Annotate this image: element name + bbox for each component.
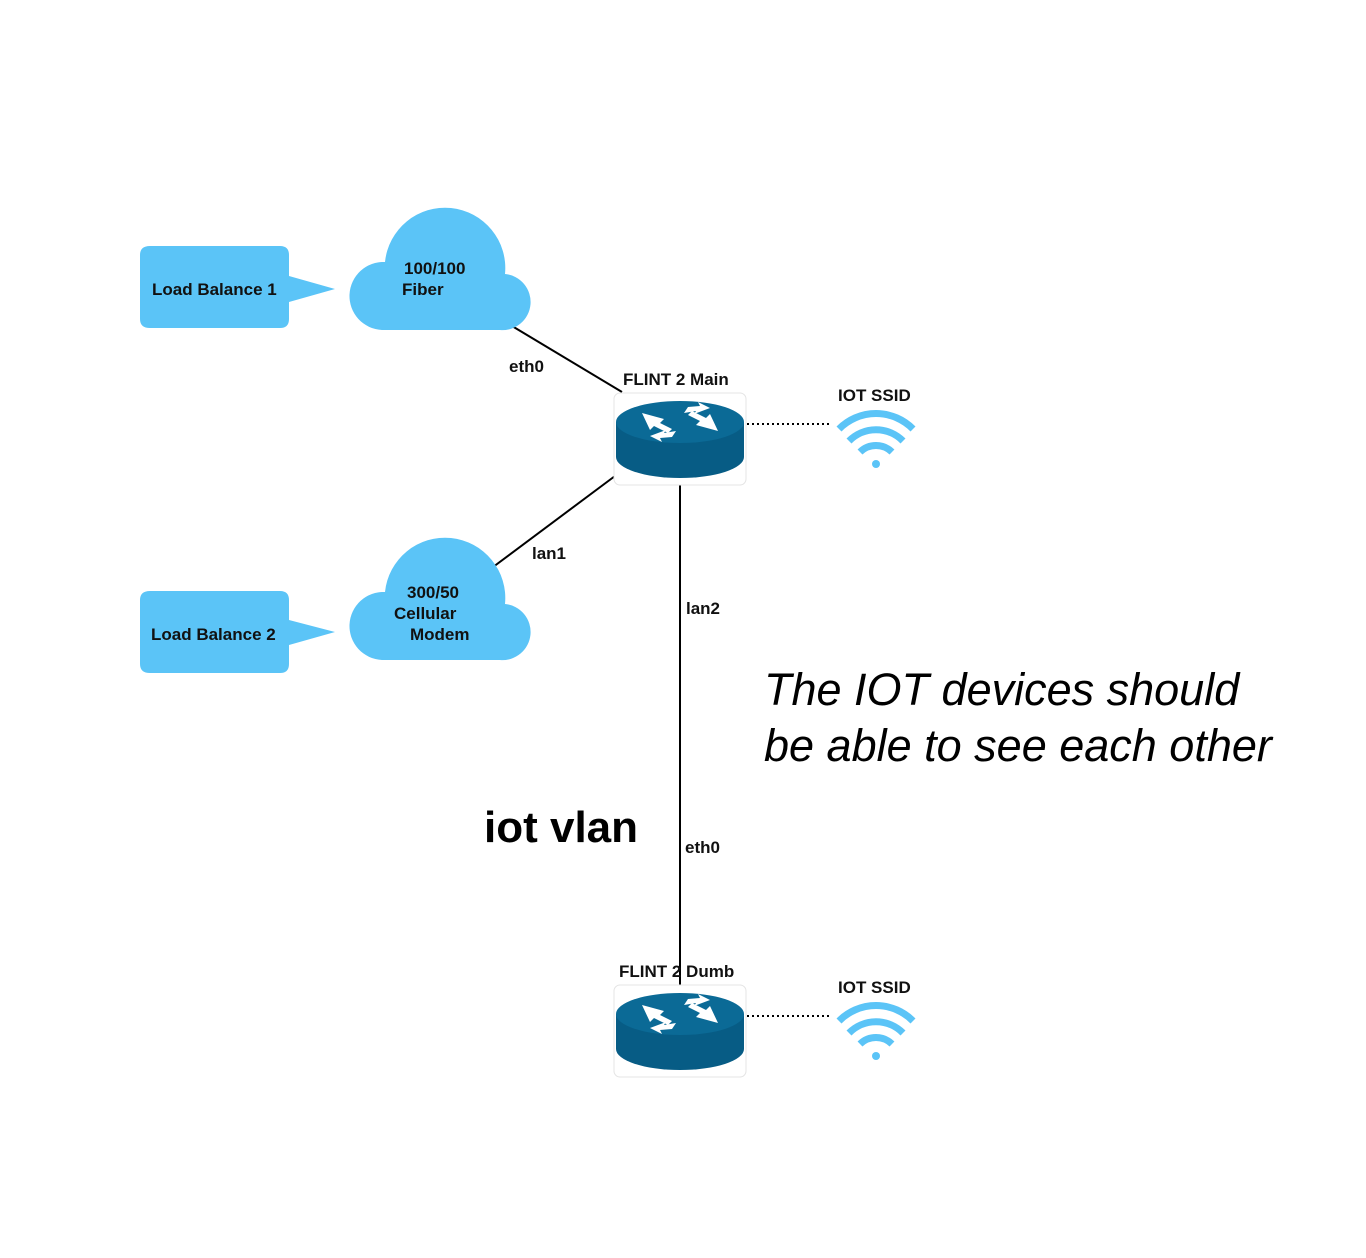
ssid-label: IOT SSID xyxy=(838,978,911,997)
port-label-lan1: lan1 xyxy=(532,544,566,563)
router-label: FLINT 2 Dumb xyxy=(619,962,734,981)
router-icon xyxy=(613,392,747,486)
port-label-fiber-eth0: eth0 xyxy=(509,357,544,376)
link-cell-to-main xyxy=(480,475,616,577)
cloud-label: Cellular xyxy=(394,604,457,623)
callout-label: Load Balance 1 xyxy=(152,280,277,299)
link-fiber-to-main xyxy=(511,325,623,393)
cloud-label: 300/50 xyxy=(407,583,459,602)
cloud-label: 100/100 xyxy=(404,259,465,278)
ssid-label: IOT SSID xyxy=(838,386,911,405)
note-text: The IOT devices should be able to see ea… xyxy=(764,664,1272,771)
wifi-icon xyxy=(836,410,916,468)
cloud-label: Modem xyxy=(410,625,470,644)
cloud-fiber: 100/100 Fiber xyxy=(349,207,531,331)
vlan-label: iot vlan xyxy=(484,803,638,852)
cloud-cellular: 300/50 Cellular Modem xyxy=(349,537,531,661)
port-label-dumb-eth0: eth0 xyxy=(685,838,720,857)
router-main: FLINT 2 Main xyxy=(613,370,747,486)
callout-load-balance-1: Load Balance 1 xyxy=(140,246,335,328)
wifi-dumb: IOT SSID xyxy=(836,978,916,1060)
port-label-lan2: lan2 xyxy=(686,599,720,618)
router-dumb: FLINT 2 Dumb xyxy=(613,962,747,1078)
router-label: FLINT 2 Main xyxy=(623,370,729,389)
wifi-icon xyxy=(836,1002,916,1060)
router-icon xyxy=(613,984,747,1078)
cloud-label: Fiber xyxy=(402,280,444,299)
callout-label: Load Balance 2 xyxy=(151,625,276,644)
wifi-main: IOT SSID xyxy=(836,386,916,468)
callout-load-balance-2: Load Balance 2 xyxy=(140,591,335,673)
